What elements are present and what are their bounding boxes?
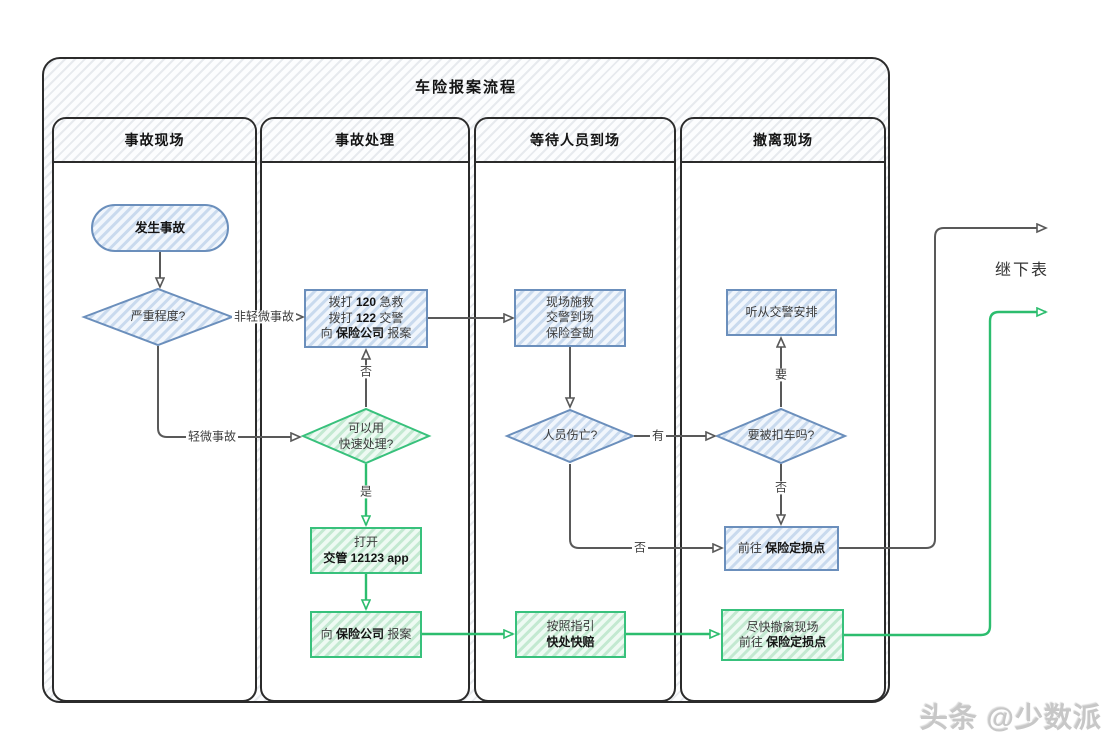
node-shape-scene <box>514 289 626 347</box>
node-quick: 可以用快速处理? <box>338 421 394 451</box>
edge-label-not-minor: 非轻微事故 <box>231 309 297 324</box>
node-start: 发生事故 <box>134 221 185 235</box>
lane-header-accident-scene: 事故现场 <box>54 119 255 163</box>
node-shape-goto-loss <box>724 526 839 571</box>
node-shape-impound <box>714 407 848 465</box>
node-goto-loss: 前往 保险定损点 <box>737 540 826 555</box>
edges <box>158 228 1046 635</box>
node-shapes <box>81 204 848 661</box>
node-shape-start <box>91 204 229 252</box>
node-shape-app <box>310 527 422 574</box>
edge-label-minor: 轻微事故 <box>185 429 239 444</box>
lane-header-wait-arrival: 等待人员到场 <box>476 119 674 163</box>
node-report: 向 保险公司 报案 <box>320 626 412 641</box>
node-listen: 听从交警安排 <box>745 304 818 319</box>
lane-wait-arrival: 等待人员到场 <box>474 117 676 702</box>
edge-label-has-casualty: 有 <box>649 428 667 443</box>
node-severity: 严重程度? <box>130 309 186 324</box>
node-shape-leave <box>721 609 844 661</box>
node-shape-call <box>304 289 428 348</box>
node-guide: 按照指引快处快赔 <box>546 619 595 649</box>
node-shape-quick <box>300 407 432 465</box>
node-shape-casualty <box>504 408 636 464</box>
node-scene: 现场施救交警到场保险查勘 <box>545 294 594 340</box>
edge-label-yes-quick: 是 <box>357 484 375 499</box>
node-shape-guide <box>515 611 626 658</box>
lane-header-leave-scene: 撤离现场 <box>682 119 884 163</box>
node-shape-listen <box>726 289 837 336</box>
edge-casualty-goto-no <box>569 464 722 548</box>
edge-label-no-casualty: 否 <box>631 540 649 555</box>
node-leave: 尽快撤离现场前往 保险定损点 <box>738 619 827 649</box>
node-shape-report <box>310 611 422 658</box>
continue-note: 继下表 <box>994 262 1050 279</box>
watermark: 头条 @少数派 <box>919 702 1102 733</box>
lane-header-accident-handling: 事故处理 <box>262 119 468 163</box>
flowchart-title: 车险报案流程 <box>414 78 517 96</box>
node-call: 拨打 120 急救拨打 122 交警向 保险公司 报案 <box>320 295 412 341</box>
node-impound: 要被扣车吗? <box>747 428 815 443</box>
lane-accident-scene: 事故现场 <box>52 117 257 702</box>
edge-label-need-impound: 要 <box>772 367 790 382</box>
edge-goto-continue <box>839 228 1046 549</box>
edge-leave-continue <box>844 312 1046 637</box>
edge-severity-quick <box>157 346 300 437</box>
edge-label-no-quick: 否 <box>357 364 375 379</box>
node-casualty: 人员伤亡? <box>542 428 598 443</box>
edge-label-no-impound: 否 <box>772 480 790 495</box>
node-app: 打开交管 12123 app <box>323 535 409 565</box>
